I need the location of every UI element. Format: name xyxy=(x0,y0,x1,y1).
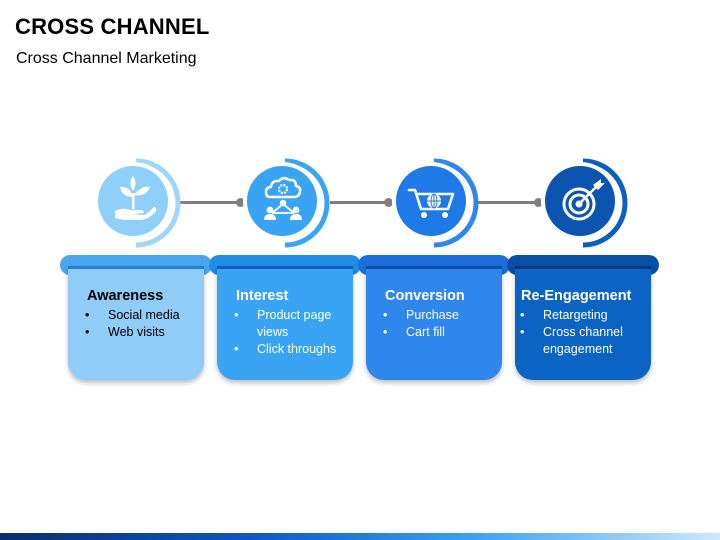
connector-line xyxy=(180,201,244,204)
bullet-item: Purchase xyxy=(381,307,459,324)
connector-line xyxy=(478,201,542,204)
bullet-item: Click throughs xyxy=(232,341,350,358)
footer-gradient-bar xyxy=(0,533,720,540)
connector-dot xyxy=(236,198,245,207)
cloud-network-icon xyxy=(243,158,330,248)
card-top-line xyxy=(217,266,353,269)
stage-title: Re-Engagement xyxy=(521,288,632,304)
stage-title: Conversion xyxy=(385,288,465,304)
stage-awareness-card: Awareness Social media Web visits xyxy=(68,266,204,380)
stage-interest-icon-badge xyxy=(239,157,331,249)
stage-bullets: Purchase Cart fill xyxy=(381,307,459,341)
stage-title: Awareness xyxy=(87,288,164,304)
hand-plant-icon xyxy=(94,158,181,248)
bullet-item: Cross channel engagement xyxy=(518,324,643,358)
target-arrow-icon xyxy=(541,158,628,248)
stage-reengagement-icon-badge xyxy=(537,157,629,249)
connector-dot xyxy=(384,198,393,207)
stage-interest-card: Interest Product page views Click throug… xyxy=(217,266,353,380)
connector-line xyxy=(330,201,392,204)
page-subtitle: Cross Channel Marketing xyxy=(16,50,197,67)
connector-dot xyxy=(534,198,543,207)
stage-bullets: Retargeting Cross channel engagement xyxy=(518,307,643,358)
card-top-line xyxy=(68,266,204,269)
bullet-item: Product page views xyxy=(232,307,350,341)
bullet-item: Retargeting xyxy=(518,307,643,324)
bullet-item: Social media xyxy=(83,307,180,324)
stage-reengagement-card: Re-Engagement Retargeting Cross channel … xyxy=(515,266,651,380)
stage-conversion-icon-badge xyxy=(388,157,480,249)
stage-bullets: Social media Web visits xyxy=(83,307,180,341)
stage-bullets: Product page views Click throughs xyxy=(232,307,350,358)
stage-awareness-icon-badge xyxy=(90,157,182,249)
shopping-cart-globe-icon xyxy=(392,158,479,248)
stage-title: Interest xyxy=(236,288,289,304)
card-top-line xyxy=(515,266,651,269)
bullet-item: Web visits xyxy=(83,324,180,341)
bullet-item: Cart fill xyxy=(381,324,459,341)
card-top-line xyxy=(366,266,502,269)
stage-conversion-card: Conversion Purchase Cart fill xyxy=(366,266,502,380)
page-title: CROSS CHANNEL xyxy=(15,14,210,39)
